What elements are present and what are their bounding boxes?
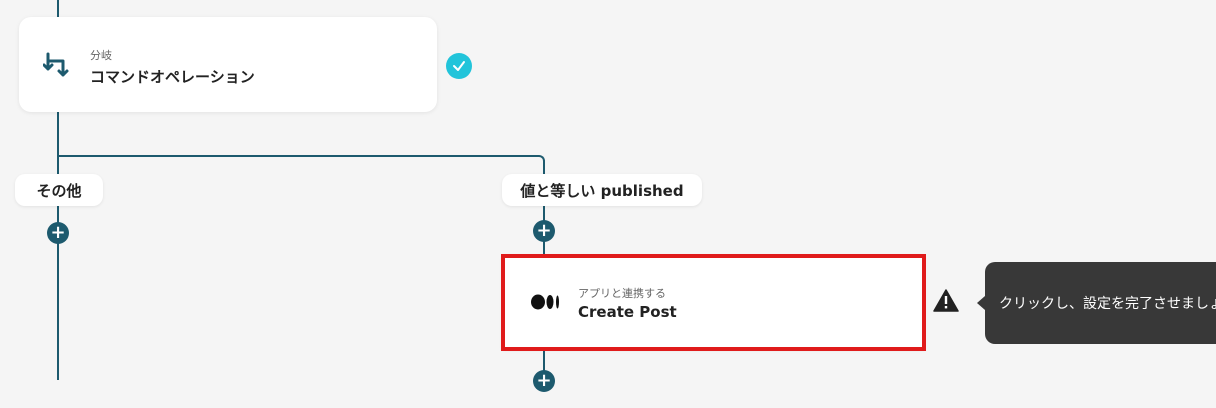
connector-left-down	[57, 155, 59, 380]
tooltip-arrow	[977, 296, 985, 310]
branch-icon	[42, 51, 73, 85]
action-node-card[interactable]: アプリと連携する Create Post	[503, 256, 924, 349]
check-icon	[446, 53, 472, 79]
connector-branch-horizontal	[57, 155, 539, 157]
medium-logo-icon	[531, 294, 561, 314]
add-step-button-right-top[interactable]: +	[533, 220, 555, 242]
connector-branch-down	[57, 112, 59, 157]
action-node-sublabel: アプリと連携する	[578, 287, 666, 300]
action-node-highlight	[501, 254, 926, 351]
connector-right-top	[543, 162, 545, 176]
tooltip-text: クリックし、設定を完了させましょ	[999, 296, 1216, 312]
add-step-button-right-bottom[interactable]: +	[533, 370, 555, 392]
branch-label-other[interactable]: その他	[15, 174, 103, 206]
connector-right-bottom	[543, 349, 545, 373]
branch-label-equals-published[interactable]: 値と等しい published	[502, 174, 702, 206]
connector-top	[57, 0, 59, 18]
setup-tooltip: クリックし、設定を完了させましょ	[985, 262, 1216, 344]
warning-icon	[933, 289, 959, 316]
branch-node-card[interactable]: 分岐 コマンドオペレーション	[19, 17, 437, 112]
branch-node-title: コマンドオペレーション	[90, 68, 255, 86]
action-node-title: Create Post	[578, 303, 677, 321]
branch-node-sublabel: 分岐	[90, 49, 112, 62]
add-step-button-left[interactable]: +	[47, 222, 69, 244]
connector-right-corner	[536, 155, 545, 164]
